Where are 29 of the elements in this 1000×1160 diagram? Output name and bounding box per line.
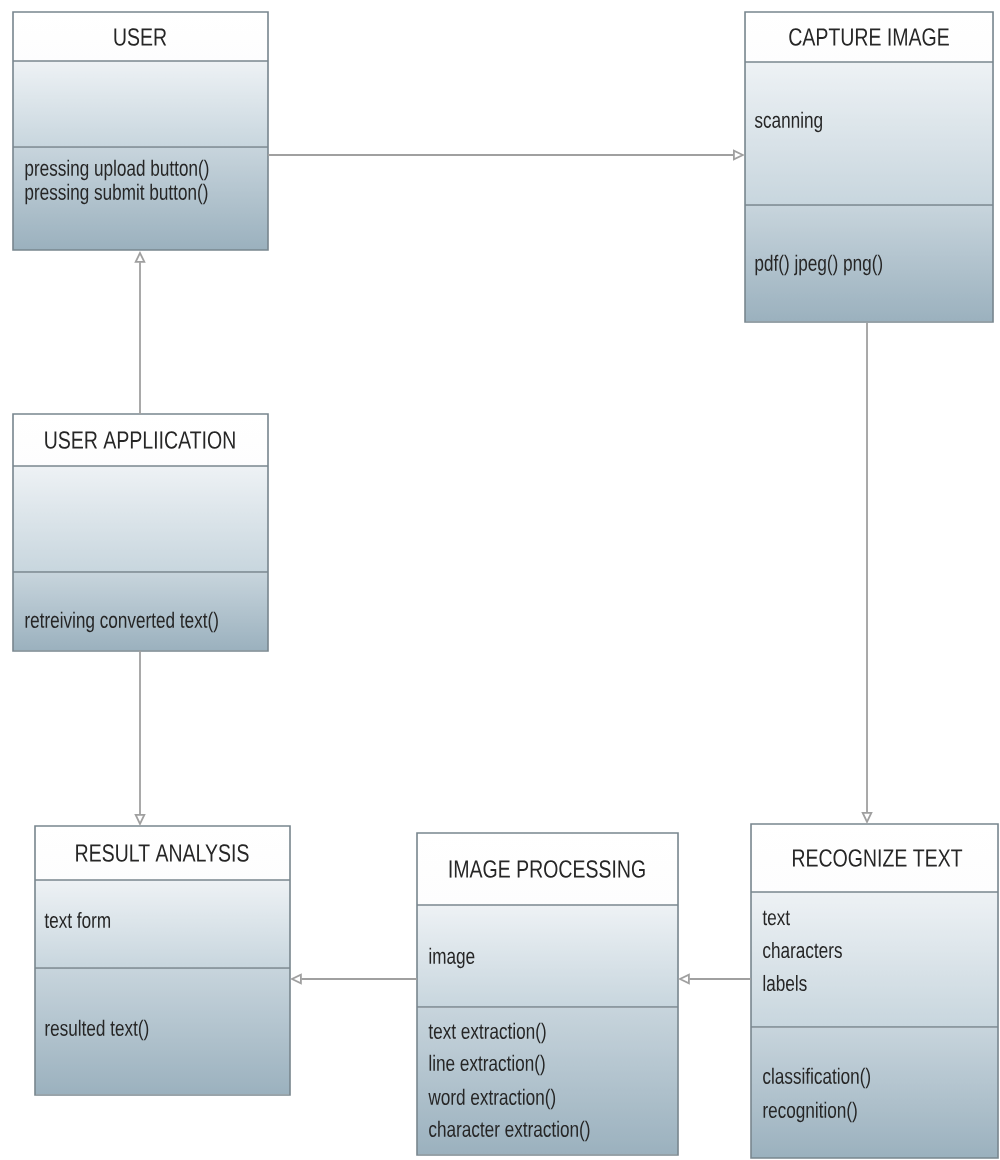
class-name: CAPTURE IMAGE: [789, 28, 949, 46]
method-text: recognition(): [763, 1101, 857, 1123]
method-text: text extraction(): [428, 1022, 546, 1044]
class-name: IMAGE PROCESSING: [449, 860, 645, 878]
attribute-text: image: [429, 947, 475, 969]
attribute-text: labels: [763, 974, 807, 992]
attribute-text: text: [762, 910, 790, 926]
method-text: pdf() jpeg() png(): [755, 254, 883, 276]
class-box: [34, 825, 291, 1096]
method-text: resulted text(): [45, 1019, 149, 1041]
class-name: USER APPLIICATION: [45, 431, 235, 449]
attribute-text: text form: [44, 911, 110, 929]
class-box: [12, 413, 269, 652]
method-text: pressing upload button(): [25, 159, 209, 181]
method-text: word extraction(): [428, 1088, 556, 1110]
attribute-text: characters: [763, 941, 842, 959]
class-box: [12, 11, 269, 251]
method-text: retreiving converted text(): [25, 611, 218, 633]
method-text: line extraction(): [429, 1054, 545, 1076]
class-box: [744, 11, 994, 323]
class-box: [416, 832, 679, 1156]
class-name: RESULT ANALYSIS: [76, 844, 249, 862]
attribute-text: scanning: [754, 111, 822, 133]
class-name: USER: [114, 28, 167, 46]
method-text: pressing submit button(): [25, 183, 208, 205]
class-name: RECOGNIZE TEXT: [793, 849, 963, 867]
class-box: [750, 823, 999, 1159]
method-text: classification(): [763, 1067, 871, 1089]
method-text: character extraction(): [429, 1120, 590, 1142]
